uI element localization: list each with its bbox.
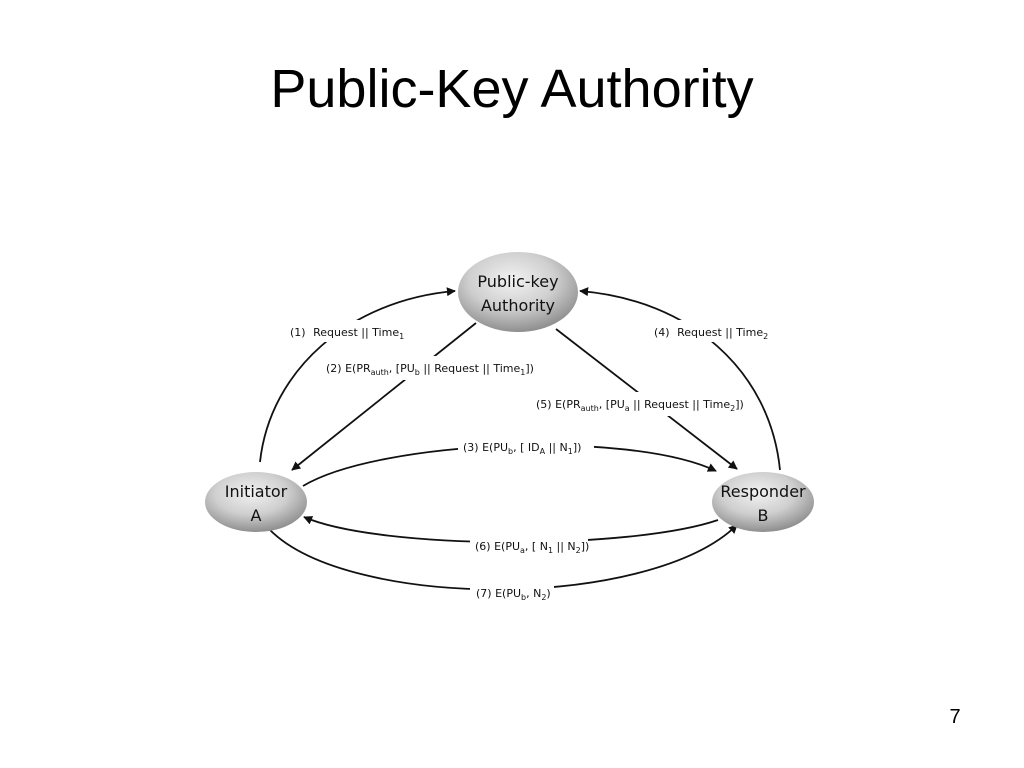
node-initiator-line1: Initiator: [225, 482, 288, 501]
node-public-key-authority: Public-key Authority: [458, 252, 578, 332]
node-responder-b: Responder B: [712, 472, 814, 532]
page-number: 7: [949, 706, 961, 728]
message-2-label: (2) E(PRauth, [PUb || Request || Time1]): [326, 362, 534, 377]
message-3-label: (3) E(PUb, [ IDA || N1]): [463, 441, 581, 456]
message-6-label: (6) E(PUa, [ N1 || N2]): [475, 540, 589, 555]
node-authority-line2: Authority: [481, 296, 555, 315]
node-responder-line2: B: [758, 506, 769, 525]
edge-2-authority-to-initiator: [291, 322, 477, 471]
message-5-label: (5) E(PRauth, [PUa || Request || Time2]): [536, 398, 744, 413]
node-initiator-line2: A: [251, 506, 262, 525]
node-responder-line1: Responder: [720, 482, 806, 501]
edge-1-request-to-authority: [259, 287, 456, 463]
message-1-label: (1) Request || Time1: [290, 326, 404, 341]
slide-title: Public-Key Authority: [270, 59, 754, 119]
message-4-label: (4) Request || Time2: [654, 326, 768, 341]
edge-4-request-to-authority: [579, 287, 781, 471]
message-7-label: (7) E(PUb, N2): [476, 587, 551, 602]
node-authority-line1: Public-key: [477, 272, 558, 291]
node-initiator-a: Initiator A: [205, 472, 307, 532]
edge-7-initiator-to-responder: [269, 524, 738, 591]
